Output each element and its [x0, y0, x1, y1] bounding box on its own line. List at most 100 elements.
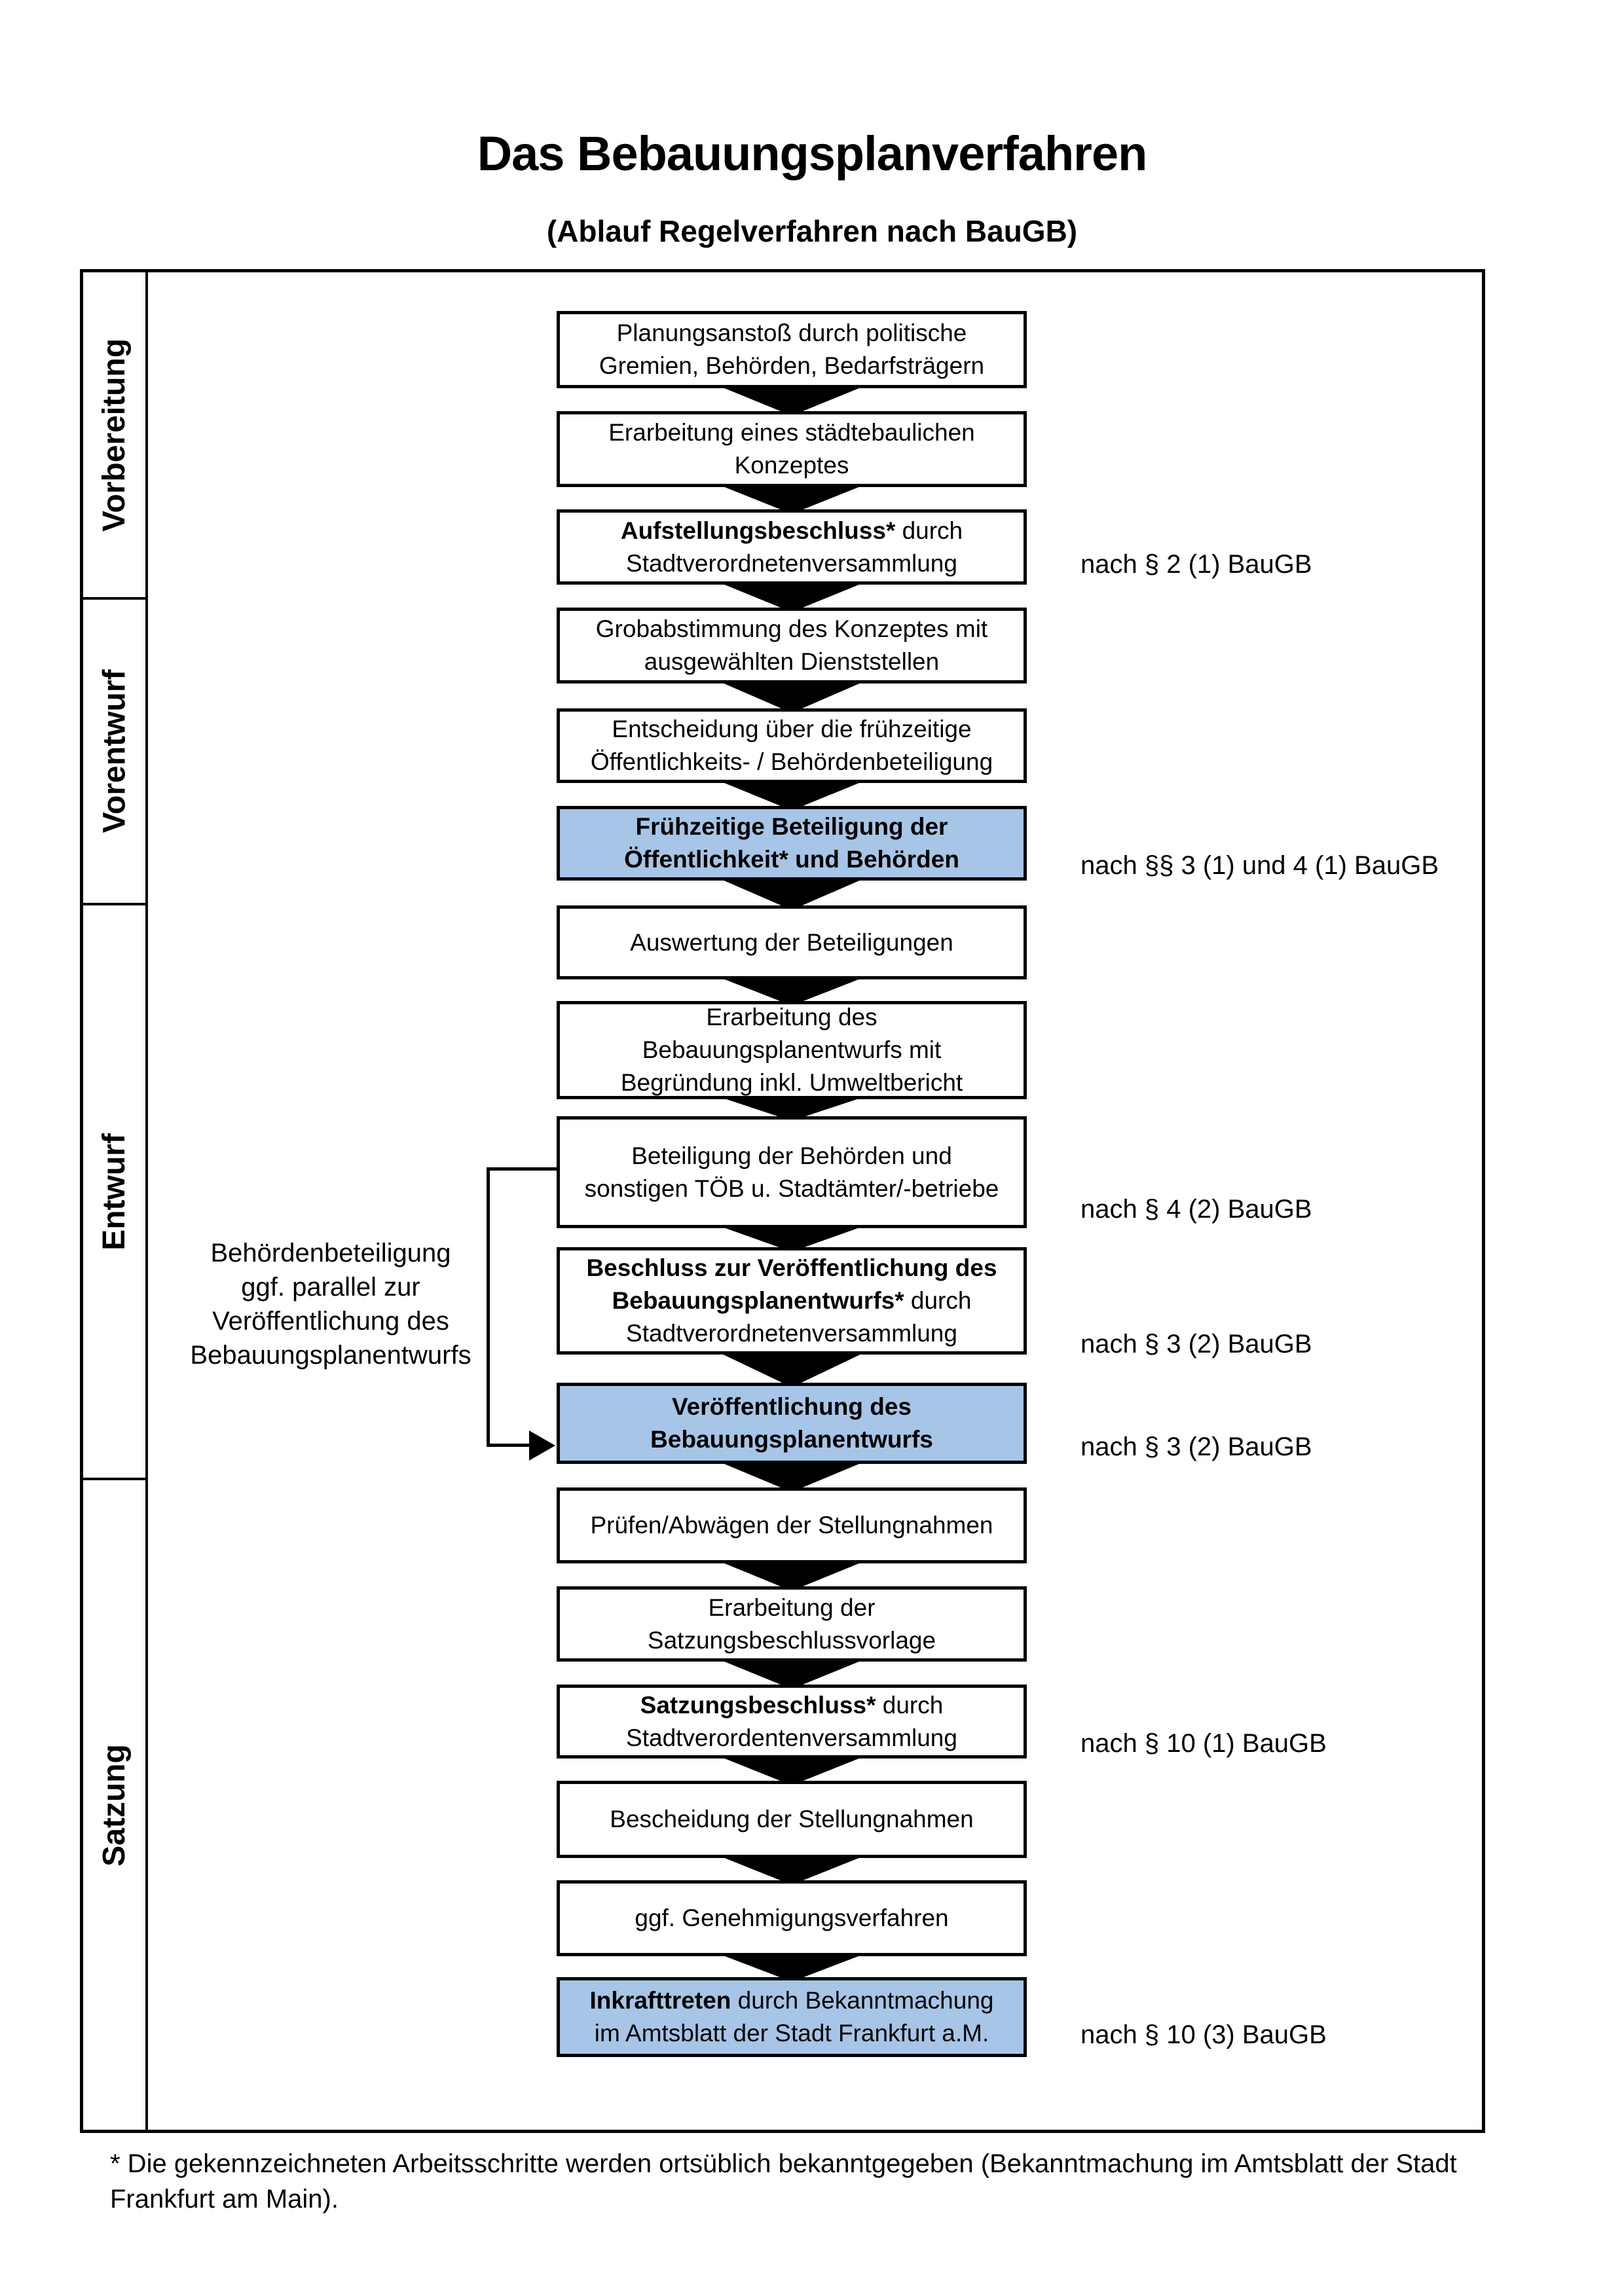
flow-box-bescheidung-stellungnahmen: Bescheidung der Stellungnahmen [557, 1781, 1027, 1858]
flow-box-text-bold: Bebauungsplanentwurfs [650, 1426, 933, 1453]
down-arrow-icon [716, 484, 867, 514]
flow-box-text-line: Begründung inkl. Umweltbericht [621, 1066, 963, 1099]
down-arrow-icon [716, 385, 867, 416]
flow-box-text-line: ausgewählten Dienststellen [644, 646, 939, 678]
flow-box-text-line: Satzungsbeschlussvorlage [648, 1624, 936, 1657]
flow-box-text-bold: Bebauungsplanentwurfs* [612, 1287, 904, 1314]
phase-label-cell-vorentwurf: Vorentwurf [83, 597, 148, 903]
flow-box-text-line: Aufstellungsbeschluss* durch [621, 515, 963, 547]
flow-box-text-line: im Amtsblatt der Stadt Frankfurt a.M. [595, 2017, 989, 2050]
down-arrow-icon [716, 877, 867, 910]
side-annotation-line: ggf. parallel zur [241, 1273, 420, 1302]
flow-box-text: durch [904, 1287, 972, 1314]
flow-box-text-bold: Satzungsbeschluss* [640, 1691, 876, 1719]
side-annotation-line: Behördenbeteiligung [210, 1239, 451, 1267]
flow-box-inkrafttreten: Inkrafttreten durch Bekanntmachung im Amt… [557, 1977, 1027, 2057]
flow-box-text-line: Satzungsbeschluss* durch [640, 1689, 944, 1722]
flow-box-text: Erarbeitung eines städtebaulichen [608, 419, 975, 446]
legal-reference: nach § 3 (2) BauGB [1080, 1432, 1312, 1461]
flow-box-text-line: Konzeptes [735, 449, 849, 482]
flow-box-auswertung-beteiligungen: Auswertung der Beteiligungen [557, 905, 1027, 979]
flow-box-text: Erarbeitung des [706, 1004, 877, 1030]
flow-box-text-bold: Veröffentlichung des [672, 1393, 912, 1420]
connector-line-top [487, 1167, 557, 1171]
phase-label: Satzung [97, 1743, 132, 1867]
down-arrow-icon [716, 1461, 867, 1492]
flow-box-text-line: Erarbeitung der [708, 1592, 875, 1624]
flow-box-text: Prüfen/Abwägen der Stellungnahmen [590, 1512, 993, 1539]
flow-box-text: Begründung inkl. Umweltbericht [620, 1069, 963, 1096]
flow-box-text-line: Erarbeitung eines städtebaulichen [608, 416, 975, 449]
phase-label-cell-vorbereitung: Vorbereitung [83, 272, 148, 597]
flow-box-text: ggf. Genehmigungsverfahren [635, 1904, 949, 1931]
down-arrow-icon [716, 1855, 867, 1885]
flow-box-text-line: Bescheidung der Stellungnahmen [610, 1803, 973, 1836]
flow-box-text-line: Gremien, Behörden, Bedarfsträgern [599, 350, 984, 382]
connector-arrowhead-icon [529, 1430, 555, 1461]
legal-reference: nach § 4 (2) BauGB [1080, 1195, 1312, 1224]
phase-label-cell-entwurf: Entwurf [83, 903, 148, 1478]
flow-box-text: Entscheidung über die frühzeitige [612, 716, 972, 742]
flow-box-text: durch Bekanntmachung [731, 1987, 994, 2014]
footnote: * Die gekennzeichneten Arbeitsschritte w… [110, 2149, 1457, 2214]
down-arrow-icon [716, 1755, 867, 1785]
flow-box-text: Öffentlichkeits- / Behördenbeteiligung [590, 748, 993, 775]
flow-box-text-line: Veröffentlichung des [672, 1391, 912, 1423]
flow-box-text-line: Stadtverordnetenversammlung [626, 1317, 957, 1350]
flow-box-text: Erarbeitung der [708, 1594, 876, 1621]
legal-reference: nach § 10 (3) BauGB [1080, 2020, 1327, 2049]
flow-box-text-line: Auswertung der Beteiligungen [630, 926, 953, 959]
flow-box-text-line: ggf. Genehmigungsverfahren [635, 1902, 948, 1935]
legal-reference: nach § 2 (1) BauGB [1080, 550, 1312, 579]
phase-label-cell-satzung: Satzung [83, 1478, 148, 2130]
flow-box-text-line: Beschluss zur Veröffentlichung des [586, 1252, 997, 1285]
flow-box-text-line: Entscheidung über die frühzeitige [612, 713, 971, 746]
flow-box-text: Auswertung der Beteiligungen [630, 928, 953, 956]
flow-box-text-line: Erarbeitung des [706, 1001, 877, 1034]
flow-box-text-line: Frühzeitige Beteiligung der [636, 811, 948, 843]
down-arrow-icon [716, 1953, 867, 1982]
flow-box-text-line: Bebauungsplanentwurfs* durch [612, 1285, 972, 1317]
phase-label: Entwurf [97, 1133, 132, 1250]
down-arrow-icon [716, 581, 867, 612]
flow-box-text: Satzungsbeschlussvorlage [647, 1626, 936, 1654]
flow-box-text: Stadtverordentenversammlung [626, 1724, 957, 1751]
flow-box-text: Bebauungsplanentwurfs mit [642, 1036, 942, 1063]
down-arrow-icon [716, 976, 867, 1006]
down-arrow-icon [716, 680, 867, 713]
flow-box-text-line: Öffentlichkeit* und Behörden [624, 843, 959, 876]
flow-box-text-line: Bebauungsplanentwurfs [650, 1423, 933, 1456]
flow-box-text: Beteiligung der Behörden und [631, 1142, 952, 1169]
flow-box-text-bold: Inkrafttreten [589, 1987, 731, 2014]
flow-box-text: durch [876, 1691, 944, 1719]
flow-box-text: Stadtverordnetenversammlung [626, 549, 957, 577]
flow-box-text-bold: Frühzeitige Beteiligung der [635, 813, 948, 840]
flow-box-text-line: Planungsanstoß durch politische [617, 317, 967, 350]
page-subtitle: (Ablauf Regelverfahren nach BauGB) [546, 214, 1078, 248]
flow-box-text: Planungsanstoß durch politische [616, 319, 967, 346]
connector-line-bottom [487, 1444, 532, 1447]
flow-box-text: Grobabstimmung des Konzeptes mit [595, 615, 988, 642]
connector-line-vertical [487, 1167, 490, 1447]
legal-reference: nach § 3 (2) BauGB [1080, 1330, 1312, 1358]
legal-reference: nach § 10 (1) BauGB [1080, 1729, 1327, 1758]
flow-box-text: Konzeptes [734, 452, 849, 479]
flow-box-text-bold: Öffentlichkeit* und Behörden [624, 846, 959, 873]
flow-box-text: Stadtverordnetenversammlung [626, 1320, 957, 1347]
flow-box-text: im Amtsblatt der Stadt Frankfurt a.M. [594, 2020, 989, 2047]
flow-box-text-line: Beteiligung der Behörden und [631, 1140, 952, 1173]
phase-label: Vorentwurf [97, 669, 132, 833]
flow-box-text-line: Stadtverordentenversammlung [626, 1722, 957, 1755]
flow-box-text-line: Inkrafttreten durch Bekanntmachung [590, 1984, 994, 2017]
flow-box-text: Bescheidung der Stellungnahmen [610, 1806, 974, 1832]
flow-box-text-line: Öffentlichkeits- / Behördenbeteiligung [591, 746, 993, 778]
